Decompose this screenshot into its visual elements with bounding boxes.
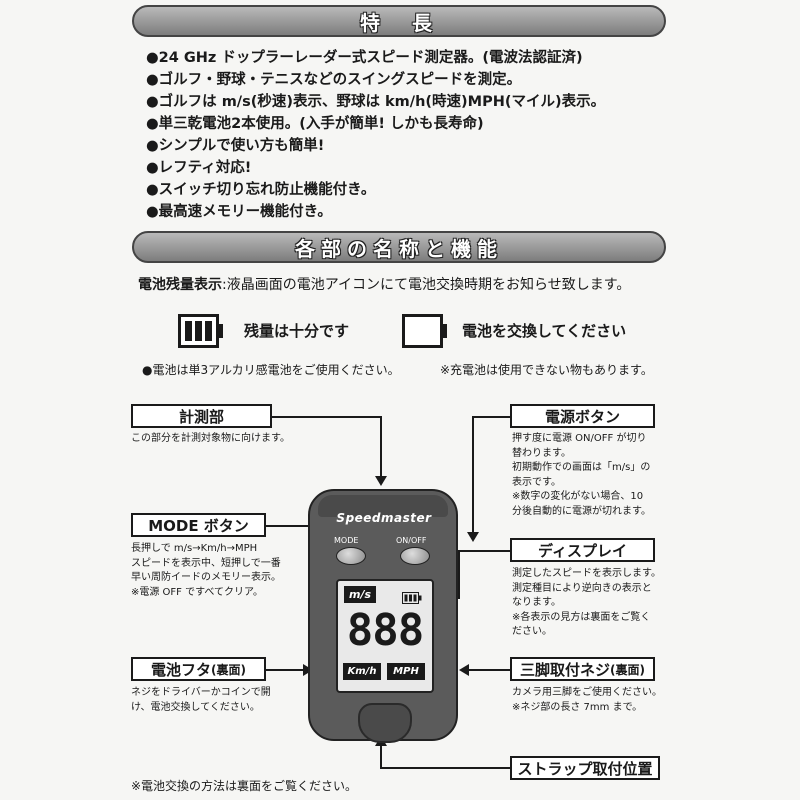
tripod-desc-line: ※ネジ部の長さ 7mm まで。: [512, 701, 643, 713]
connector-display-h2: [458, 550, 510, 552]
display-desc-line: なります。: [512, 597, 561, 608]
connector-tripod-arrow: [459, 664, 469, 676]
parts-title: 各部の名称と機能: [295, 236, 503, 261]
mode-button-label: MODE: [334, 536, 359, 545]
display-desc-line: 測定したスピードを表示します。: [512, 568, 661, 579]
features-title: 特 長: [360, 10, 438, 35]
battery-indicator-row: 電池残量表示:液晶画面の電池アイコンにて電池交換時期をお知らせ致します。: [138, 274, 630, 294]
features-banner: 特 長: [132, 5, 666, 37]
feature-item-1: ●24 GHz ドップラーレーダー式スピード測定器。(電波法認証済): [146, 50, 583, 66]
display-desc-line: ださい。: [512, 626, 552, 637]
display-desc-line: 測定種目により逆向きの表示と: [512, 582, 652, 594]
mode-desc-line: 早い周防イードのメモリー表示。: [131, 572, 281, 583]
battery-indicator-label: 電池残量表示: [138, 277, 222, 293]
battery-note-left: ●電池は単3アルカリ感電池をご使用ください。: [142, 363, 400, 377]
mode-desc-line: 長押しで m/s→Km/h→MPH: [131, 543, 258, 554]
connector-measure-arrow: [375, 476, 387, 486]
tripod-label-sub: (裏面): [610, 662, 645, 677]
display-desc-line: ※各表示の見方は裏面をご覧く: [512, 611, 651, 623]
power-desc-line: 分後自動的に電源が切れます。: [512, 505, 651, 517]
feature-item-7: ●スイッチ切り忘れ防止機能付き。: [146, 182, 376, 198]
connector-display-v: [458, 550, 460, 599]
power-desc: 押す度に電源 ON/OFF が切り 替わります。 初期動作での画面は「m/s」の…: [512, 432, 651, 519]
feature-item-6: ●レフティ対応!: [146, 160, 252, 176]
tripod-label-text: 三脚取付ネジ: [520, 660, 611, 679]
feature-item-5: ●シンプルで使い方も簡単!: [146, 138, 325, 154]
battery-empty-text: 電池を交換してください: [462, 322, 627, 340]
power-desc-line: ※数字の変化がない場合、10: [512, 491, 644, 502]
tripod-desc: カメラ用三脚をご使用ください。 ※ネジ部の長さ 7mm まで。: [512, 686, 662, 715]
battery-full-icon: [178, 314, 224, 352]
connector-strap-v: [380, 742, 382, 769]
measure-desc: この部分を計測対象物に向けます。: [131, 433, 290, 444]
power-button-label: ON/OFF: [396, 536, 427, 545]
mode-desc-line: スピードを表示中、短押しで一番: [131, 557, 281, 569]
speed-digits: 888: [346, 605, 424, 656]
feature-item-3: ●ゴルフは m/s(秒速)表示、野球は km/h(時速)MPH(マイル)表示。: [146, 94, 606, 110]
lcd-display: m/s 888 Km/h MPH: [336, 579, 434, 693]
strap-label: ストラップ取付位置: [510, 756, 660, 780]
measure-label: 計測部: [131, 404, 272, 428]
mode-desc: 長押しで m/s→Km/h→MPH スピードを表示中、短押しで一番 早い周防イー…: [131, 542, 281, 600]
feature-item-2: ●ゴルフ・野球・テニスなどのスイングスピードを測定。: [146, 72, 522, 88]
connector-measure-h: [272, 416, 381, 418]
power-desc-line: 替わります。: [512, 447, 571, 459]
connector-strap-h: [380, 767, 510, 769]
battery-cover-desc-line: ネジをドライバーかコインで開: [131, 687, 271, 698]
tripod-label: 三脚取付ネジ(裏面): [510, 657, 655, 681]
power-desc-line: 表示です。: [512, 476, 561, 488]
device-body: Speedmaster MODE ON/OFF m/s 888 Km/h MPH: [308, 489, 458, 743]
unit-kmh-badge: Km/h: [343, 663, 381, 680]
unit-mph-badge: MPH: [387, 663, 425, 680]
power-label: 電源ボタン: [510, 404, 655, 428]
power-button[interactable]: [400, 547, 430, 565]
connector-measure-v: [380, 416, 382, 480]
mode-desc-line: ※電源 OFF ですべてクリア。: [131, 586, 264, 598]
battery-note-right: ※充電池は使用できない物もあります。: [440, 363, 653, 377]
unit-ms-badge: m/s: [344, 586, 376, 603]
battery-cover-label-sub: (裏面): [211, 662, 246, 677]
power-desc-line: 初期動作での画面は「m/s」の: [512, 462, 651, 473]
battery-cover-label-text: 電池フタ: [151, 660, 212, 679]
mode-button[interactable]: [336, 547, 366, 565]
battery-cover-label: 電池フタ(裏面): [131, 657, 266, 681]
display-label: ディスプレイ: [510, 538, 655, 562]
tripod-desc-line: カメラ用三脚をご使用ください。: [512, 687, 662, 698]
battery-indicator-desc: :液晶画面の電池アイコンにて電池交換時期をお知らせ致します。: [222, 277, 631, 293]
feature-item-8: ●最高速メモリー機能付き。: [146, 204, 332, 220]
battery-cover-desc-line: け、電池交換してください。: [131, 701, 260, 713]
sensor-area: [318, 495, 448, 517]
lcd-battery-icon: [402, 589, 422, 608]
power-desc-line: 押す度に電源 ON/OFF が切り: [512, 433, 647, 444]
mode-label: MODE ボタン: [131, 513, 266, 537]
connector-power-arrow: [467, 532, 479, 542]
brand-logo: Speedmaster: [336, 511, 432, 525]
footer-note: ※電池交換の方法は裏面をご覧ください。: [131, 779, 358, 793]
battery-cover-desc: ネジをドライバーかコインで開 け、電池交換してください。: [131, 686, 271, 715]
feature-item-4: ●単三乾電池2本使用。(入手が簡単! しかも長寿命): [146, 116, 484, 132]
battery-empty-icon: [402, 314, 448, 352]
connector-power-h: [472, 416, 512, 418]
connector-tripod-h: [468, 669, 510, 671]
battery-full-text: 残量は十分です: [244, 322, 350, 340]
display-desc: 測定したスピードを表示します。 測定種目により逆向きの表示と なります。 ※各表…: [512, 567, 661, 640]
connector-battery-cover-h: [266, 669, 308, 671]
parts-banner: 各部の名称と機能: [132, 231, 666, 263]
connector-power-v: [472, 416, 474, 534]
strap-mount: [358, 703, 412, 743]
